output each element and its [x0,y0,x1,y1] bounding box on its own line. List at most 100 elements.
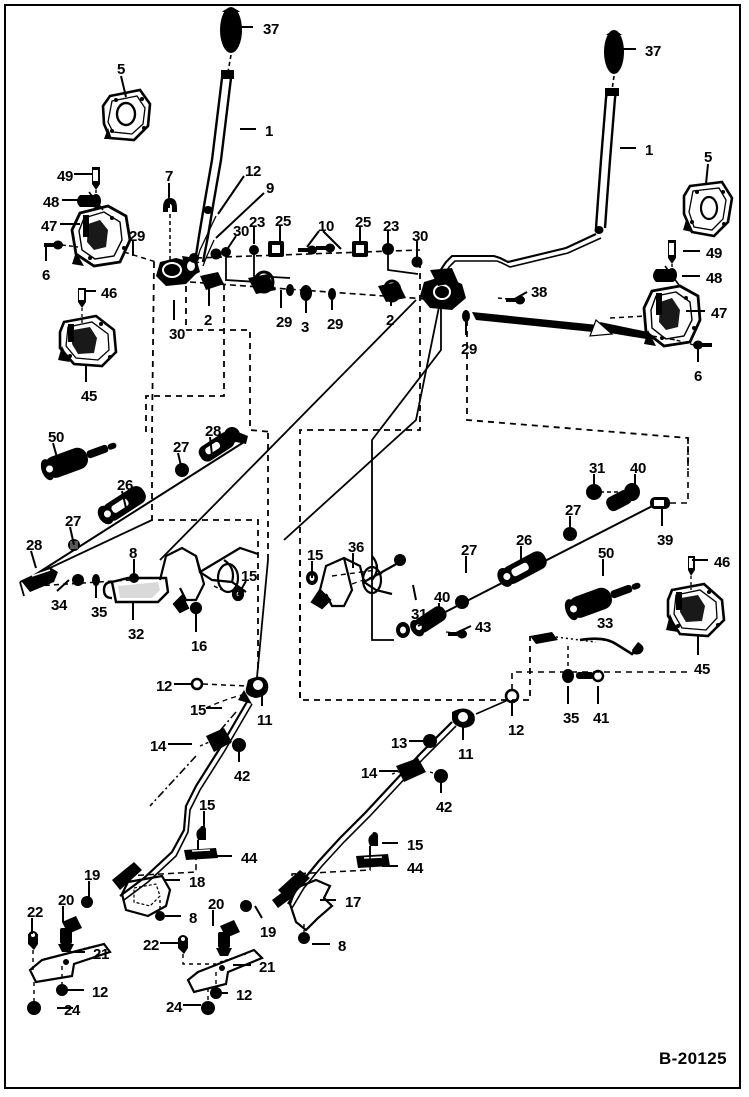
callout-29: 29 [327,316,344,333]
diagram-border [4,4,741,1089]
leader-line [215,192,265,239]
callout-36: 36 [348,539,365,556]
leader-line [69,526,75,546]
leader-line [412,584,417,601]
callout-16: 16 [191,638,208,655]
callout-13: 13 [391,735,408,752]
callout-44: 44 [241,850,258,867]
callout-5: 5 [117,61,126,78]
callout-9: 9 [266,180,275,197]
callout-48: 48 [43,194,60,211]
callout-31: 31 [411,606,428,623]
right-control-lever [439,30,624,277]
callout-19: 19 [84,867,101,884]
callout-3: 3 [301,319,310,336]
leader-line [322,230,342,250]
callout-33: 33 [597,615,614,632]
callout-50: 50 [598,545,615,562]
callout-40: 40 [434,589,451,606]
callout-27: 27 [173,439,190,456]
callout-45: 45 [694,661,711,678]
leader-line [177,452,183,471]
callout-15: 15 [199,797,216,814]
callout-37: 37 [645,43,662,60]
leader-line [455,625,472,634]
leader-line [254,905,263,919]
bracket-part-5-right [682,180,734,238]
callout-7: 7 [165,168,174,185]
bracket-part-45-right [666,556,726,638]
callout-42: 42 [234,768,251,785]
callout-25: 25 [355,214,372,231]
callout-42: 42 [436,799,453,816]
callout-11: 11 [458,746,474,763]
leader-line [306,230,320,248]
callout-14: 14 [361,765,378,782]
callout-8: 8 [189,910,198,927]
callout-10: 10 [318,218,335,235]
callout-46: 46 [101,285,118,302]
callout-14: 14 [150,738,167,755]
callout-22: 22 [27,904,44,921]
callout-41: 41 [593,710,610,727]
callout-18: 18 [189,874,206,891]
callout-26: 26 [117,477,134,494]
callout-24: 24 [64,1002,81,1019]
callout-49: 49 [57,168,74,185]
callout-35: 35 [563,710,580,727]
leader-line [237,580,247,596]
leader-line [209,436,213,456]
callout-22: 22 [143,937,160,954]
leader-line [121,490,127,509]
central-linkage-assembly [156,198,677,341]
callout-30: 30 [412,228,429,245]
callout-48: 48 [706,270,723,287]
callout-23: 23 [249,214,266,231]
callout-2: 2 [386,312,395,329]
callout-20: 20 [208,896,225,913]
callout-19: 19 [260,924,277,941]
leader-line [225,235,237,252]
callout-44: 44 [407,860,424,877]
callout-29: 29 [461,341,478,358]
callout-21: 21 [93,946,110,963]
damper-cable-bank-right [417,438,689,683]
callout-50: 50 [48,429,65,446]
callout-28: 28 [26,537,43,554]
leader-line [56,579,70,592]
callout-45: 45 [81,388,98,405]
callout-27: 27 [65,513,82,530]
callout-12: 12 [245,163,262,180]
leader-line [705,163,709,185]
callout-29: 29 [129,228,146,245]
callout-49: 49 [706,245,723,262]
lower-left-cable-assembly [27,676,269,1015]
callout-26: 26 [516,532,533,549]
callout-1: 1 [645,142,654,159]
callout-38: 38 [531,284,548,301]
callout-37: 37 [263,21,280,38]
callout-15: 15 [307,547,324,564]
callout-2: 2 [204,312,213,329]
callout-17: 17 [345,894,362,911]
callout-31: 31 [589,460,606,477]
callout-6: 6 [42,267,51,284]
callout-34: 34 [51,597,68,614]
callout-15: 15 [190,702,207,719]
callout-47: 47 [41,218,58,235]
leader-line [52,442,59,462]
callout-40: 40 [630,460,647,477]
callout-23: 23 [383,218,400,235]
callout-27: 27 [565,502,582,519]
callout-20: 20 [58,892,75,909]
callout-12: 12 [236,987,253,1004]
lower-right-cable-assembly [178,671,688,1015]
diagram-part-number: B-20125 [658,1049,727,1068]
callout-11: 11 [257,712,273,729]
callout-1: 1 [265,123,274,140]
callout-46: 46 [714,554,731,571]
callout-28: 28 [205,423,222,440]
callout-47: 47 [711,305,728,322]
